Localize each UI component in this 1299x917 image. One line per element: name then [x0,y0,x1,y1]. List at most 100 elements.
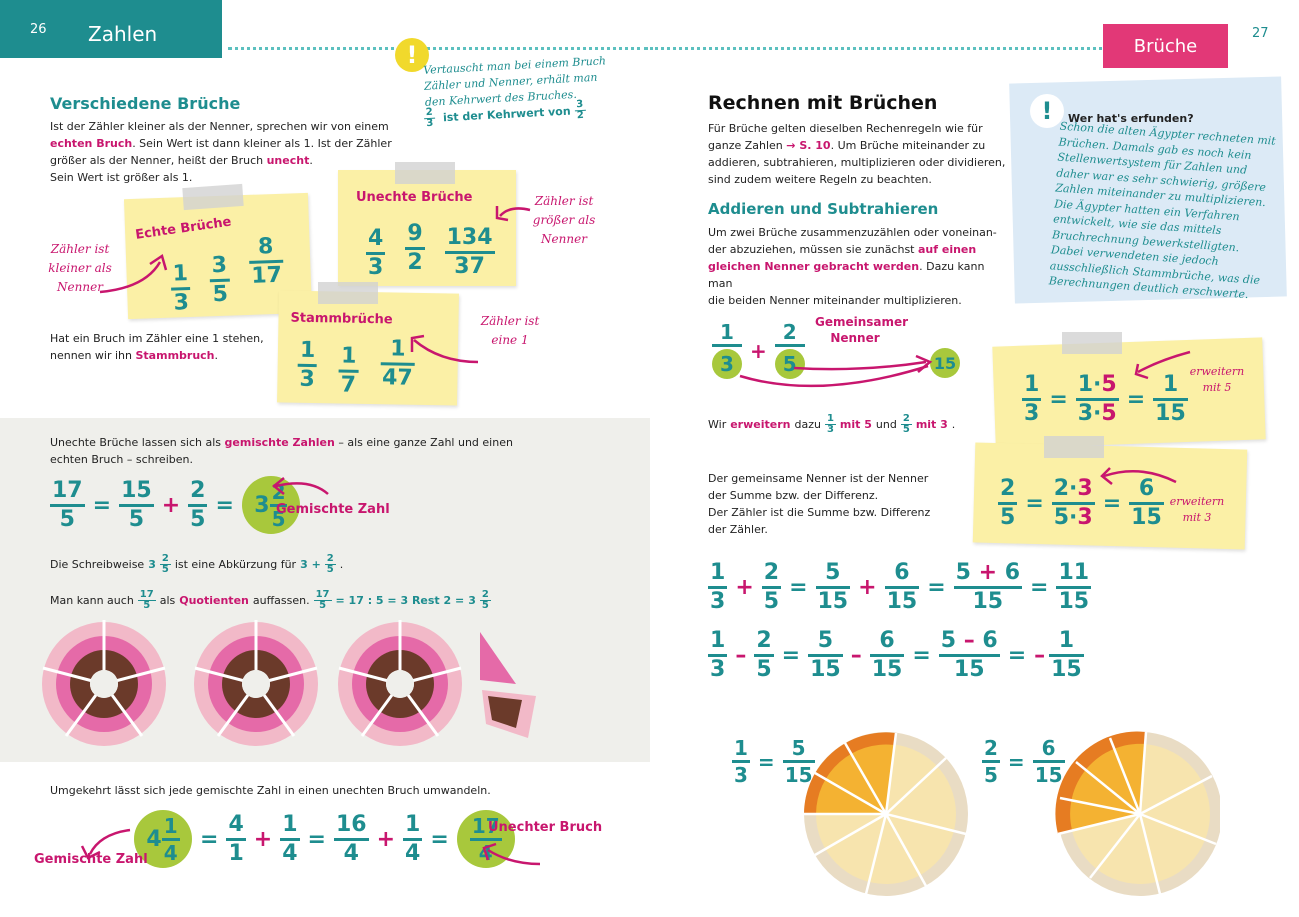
plus-sign: + [858,575,877,600]
plus-sign: + [735,575,754,600]
equals-sign: = [1102,491,1122,516]
paragraph-line: gleichen Nenner gebracht werden. Dazu ka… [708,260,985,290]
paragraph-line: addieren, subtrahieren, multiplizieren o… [708,156,1006,169]
equals-sign: = [757,749,775,774]
paragraph-line: Für Brüche gelten dieselben Rechenregeln… [708,122,983,135]
whole-number: 4 [146,826,162,852]
paragraph-line: nennen wir ihn Stammbruch. [50,349,219,362]
paragraph-line: Der Zähler ist die Summe bzw. Differenz [708,506,931,519]
plus-sign: + [750,338,767,363]
heading-rechnen: Rechnen mit Brüchen [708,92,938,114]
right-section-title: Brüche [1133,36,1198,57]
arrow-head [149,254,168,271]
note-groesser: Zähler ist größer als Nenner [532,194,596,246]
label-gemischte-zahl-bottom: Gemischte Zahl [34,852,148,867]
paragraph-line: der abzuziehen, müssen sie zunächst auf … [708,243,977,256]
left-dotted-line [228,47,648,50]
equals-sign: = [1049,387,1068,412]
equals-sign: = [781,643,801,668]
equals-sign: = [1025,491,1044,516]
equals-sign: = [1007,749,1025,774]
whole-number: 3 [468,594,476,607]
paragraph-line: sind zudem weitere Regeln zu beachten. [708,173,932,186]
equals-sign: = [307,826,326,852]
right-page-number: 27 [1252,26,1269,41]
label-unechter-bruch: Unechter Bruch [488,820,603,835]
donut-pieces [480,632,536,738]
arrow-head [80,845,101,860]
left-page-number: 26 [30,22,47,37]
equals-sign: = [430,826,449,852]
equals-sign: = [912,643,931,668]
paragraph-line: Sein Wert ist größer als 1. [50,171,193,184]
paragraph-line: Ist der Zähler kleiner als der Nenner, s… [50,120,389,133]
equals-sign: = [1126,387,1146,412]
tape [318,282,378,304]
paragraph-stamm: Hat ein Bruch im Zähler eine 1 stehen, n… [50,330,280,364]
paragraph-line: Hat ein Bruch im Zähler eine 1 stehen, [50,332,264,345]
arrow-head [915,354,933,373]
equals-sign: = [200,826,219,852]
minus-sign: – [850,643,862,668]
equals-sign: = [215,492,234,518]
arrows-bottom [80,828,541,866]
arrows-erweitern [1100,350,1191,485]
arrow-gemischt [271,477,329,495]
paragraph-line: echten Bruch. Sein Wert ist dann kleiner… [50,137,392,150]
equals-sign: = [927,575,946,600]
arrow-to-unechte [499,207,531,217]
paragraph-line: echten Bruch – schreiben. [50,453,193,466]
paragraph-line: Unechte Brüche lassen sich als gemischte… [50,436,513,449]
paragraph-brueche: Ist der Zähler kleiner als der Nenner, s… [50,118,400,186]
equals-sign: = [1030,575,1049,600]
note-erweitern-3: erweitern mit 3 [1169,495,1225,524]
whole-number: 3 [148,558,156,571]
pie-illustrations [804,731,1220,896]
arrow-head [495,206,509,222]
pie-one-third [804,732,968,896]
tape [395,162,455,184]
arrow-head [410,334,425,352]
arrow-to-stamm [413,339,479,364]
paragraph-gemischt: Unechte Brüche lassen sich als gemischte… [50,434,520,468]
tip-icon: ! [395,38,429,72]
arrow-head [482,842,497,861]
paragraph-line: größer als der Nenner, heißt der Bruch u… [50,154,313,167]
paragraph-line: der Zähler. [708,523,768,536]
arrow-to-echte [99,261,162,294]
equals-sign: = [1007,643,1027,668]
paragraph-line: Um zwei Brüche zusammenzuzählen oder von… [708,226,997,239]
